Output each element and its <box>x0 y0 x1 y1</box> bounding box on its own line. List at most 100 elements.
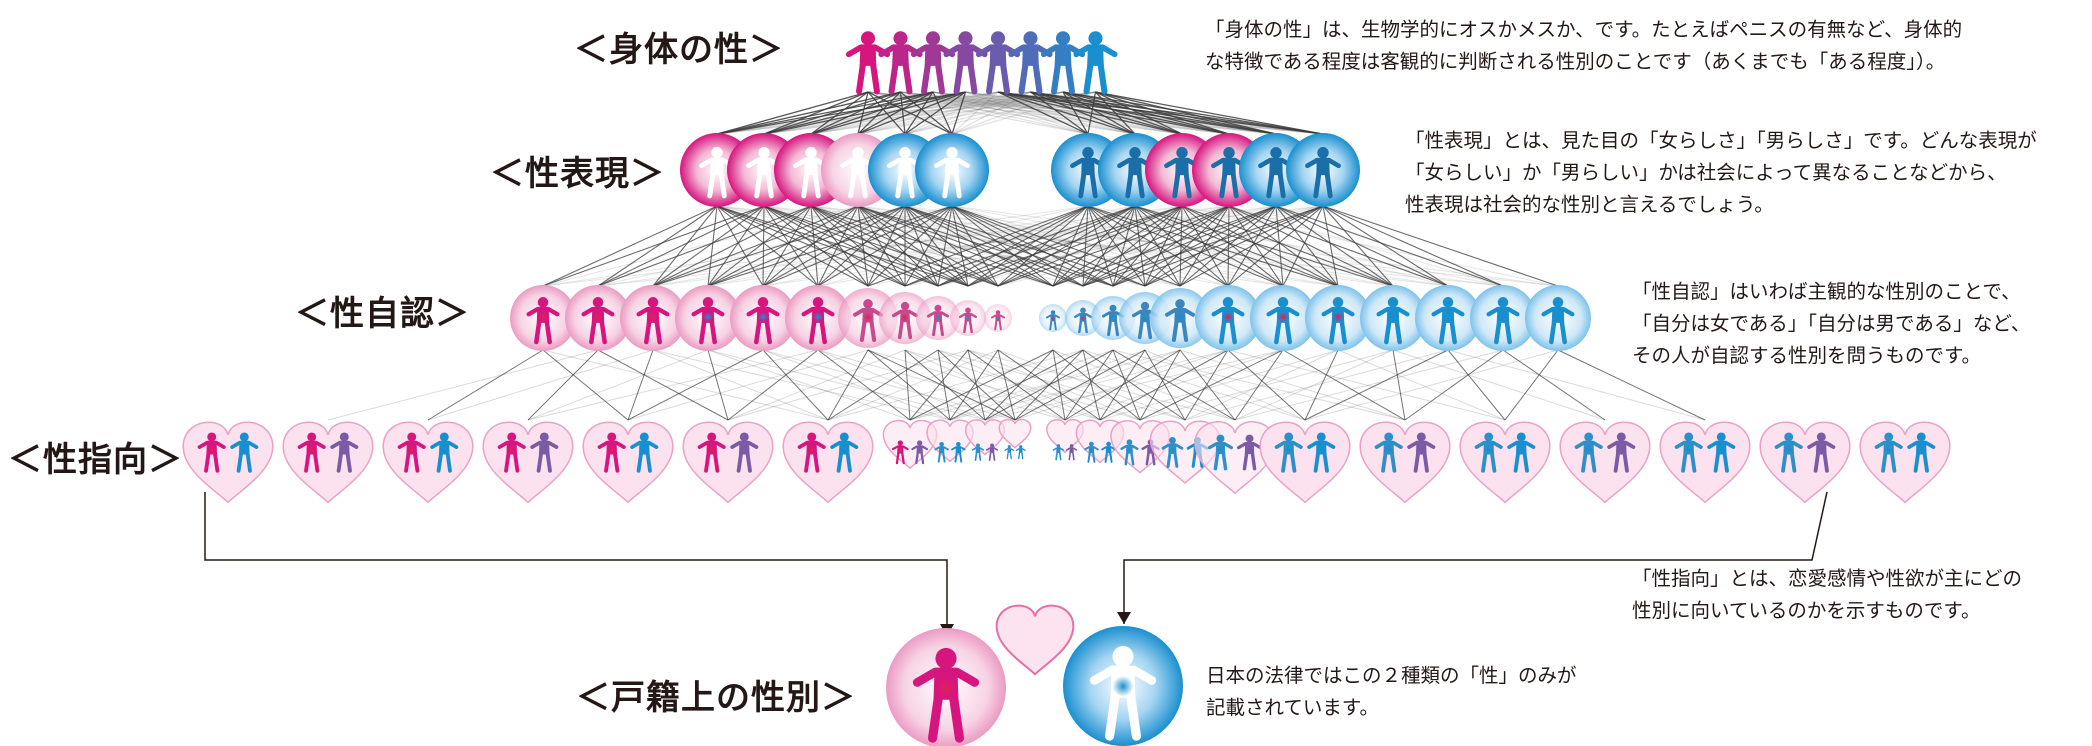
connector-line <box>1082 349 1306 421</box>
connector-line <box>716 91 901 135</box>
connector-line <box>1304 349 1339 421</box>
connector-line <box>810 91 901 135</box>
orientation-figure <box>1474 432 1503 473</box>
connector-line <box>817 205 906 287</box>
orientation-figure <box>1507 432 1536 473</box>
connector-line <box>427 349 544 421</box>
connector-line <box>1234 349 1504 421</box>
connector-line <box>762 205 1183 287</box>
connector-line <box>909 349 1054 421</box>
connector-line <box>857 91 1031 135</box>
orientation-figure <box>911 440 929 465</box>
connector-line <box>984 349 1054 421</box>
connector-line <box>1082 205 1277 287</box>
connector-line <box>817 349 911 421</box>
connector-line <box>727 349 819 421</box>
connector-line <box>1392 349 1406 421</box>
orientation-figure <box>630 432 659 473</box>
expression-figure <box>1211 147 1247 199</box>
connector-line <box>716 91 966 135</box>
connector-line <box>652 205 812 287</box>
connector-line <box>904 205 953 287</box>
connector-line <box>1112 349 1141 421</box>
orientation-figure <box>430 432 459 473</box>
connector-line <box>951 91 967 135</box>
expression-figure <box>1117 147 1153 199</box>
heart-icon <box>1659 421 1751 504</box>
connector-line <box>1052 349 1141 421</box>
connector-line <box>762 205 859 287</box>
connector-line <box>909 349 1114 421</box>
orientation-figure <box>1307 432 1336 473</box>
connector-line <box>810 91 1064 135</box>
orientation-figure <box>1084 441 1099 463</box>
connector-line <box>810 91 1031 135</box>
connector-line <box>904 349 911 421</box>
description-body-sex: 「身体の性」は、生物学的にオスかメスか、です。たとえばペニスの有無など、身体的 … <box>1205 18 1963 73</box>
connector-line <box>542 349 629 421</box>
connector-line <box>763 205 869 287</box>
connector-line <box>597 349 729 421</box>
connector-line <box>1099 349 1229 421</box>
orientation-figure <box>797 432 826 473</box>
connector-line <box>652 205 765 287</box>
connector-line <box>810 91 966 135</box>
description-orientation: 「性指向」とは、恋愛感情や性欲が主にどの 性別に向いているのかを示すものです。 <box>1632 567 2023 622</box>
connector-line <box>904 91 966 135</box>
connector-line <box>951 205 1559 287</box>
connector-line <box>763 91 1031 135</box>
connector-line <box>1062 91 1230 135</box>
connector-line <box>857 91 901 135</box>
connector-line <box>932 91 1183 135</box>
orientation-figure <box>1807 432 1836 473</box>
connector-line <box>965 91 1183 135</box>
orientation-figure <box>297 432 326 473</box>
connector-line <box>1082 205 1183 287</box>
orientation-figure <box>985 443 999 461</box>
connector-line <box>997 91 1136 135</box>
connector-line <box>857 91 999 135</box>
heart-icon <box>1459 421 1551 504</box>
orientation-figure <box>1052 444 1065 461</box>
connector-line <box>1447 349 1506 421</box>
expression-figure <box>887 147 923 199</box>
identity-figure <box>891 301 919 340</box>
connector-line <box>1322 205 1394 287</box>
connector-line <box>984 349 1284 421</box>
connector-line <box>857 91 1064 135</box>
connector-line <box>1557 349 1706 421</box>
connector-line <box>1337 349 1506 421</box>
description-identity: 「性自認」はいわば主観的な性別のことで、 「自分は女である」「自分は男である」な… <box>1632 280 2031 367</box>
connector-line <box>652 205 1136 287</box>
heart-icon <box>965 419 1005 456</box>
identity-figure <box>1266 297 1300 345</box>
connector-line <box>1144 205 1230 287</box>
connector-line <box>1322 205 1449 287</box>
connector-line <box>997 91 1183 135</box>
identity-figure <box>1164 299 1196 343</box>
connector-line <box>904 349 1066 421</box>
body-sex-figure <box>878 31 923 95</box>
connector-line <box>1052 349 1066 421</box>
connector-line <box>817 205 1136 287</box>
expression-figure <box>840 147 876 199</box>
connector-line <box>716 91 1031 135</box>
label-identity: ＜性自認＞ <box>295 294 470 334</box>
connector-line <box>527 349 599 421</box>
connector-line <box>707 205 812 287</box>
connector-line <box>1112 205 1230 287</box>
connector-line <box>909 349 1181 421</box>
identity-figure <box>1486 297 1520 345</box>
description-expression: 「性表現」とは、見た目の「女らしさ」「男らしさ」です。どんな表現が 「女らしい」… <box>1405 129 2037 216</box>
connector-line <box>1181 205 1394 287</box>
orientation-figure <box>1015 445 1026 460</box>
connector-line <box>763 91 999 135</box>
connector-line <box>707 349 729 421</box>
connector-line <box>763 91 966 135</box>
orientation-figure <box>971 443 985 461</box>
connector-line <box>427 349 654 421</box>
orientation-figure <box>1407 432 1436 473</box>
connector-line <box>1282 205 1324 287</box>
connector-line <box>997 91 1230 135</box>
connector-line <box>1181 205 1339 287</box>
